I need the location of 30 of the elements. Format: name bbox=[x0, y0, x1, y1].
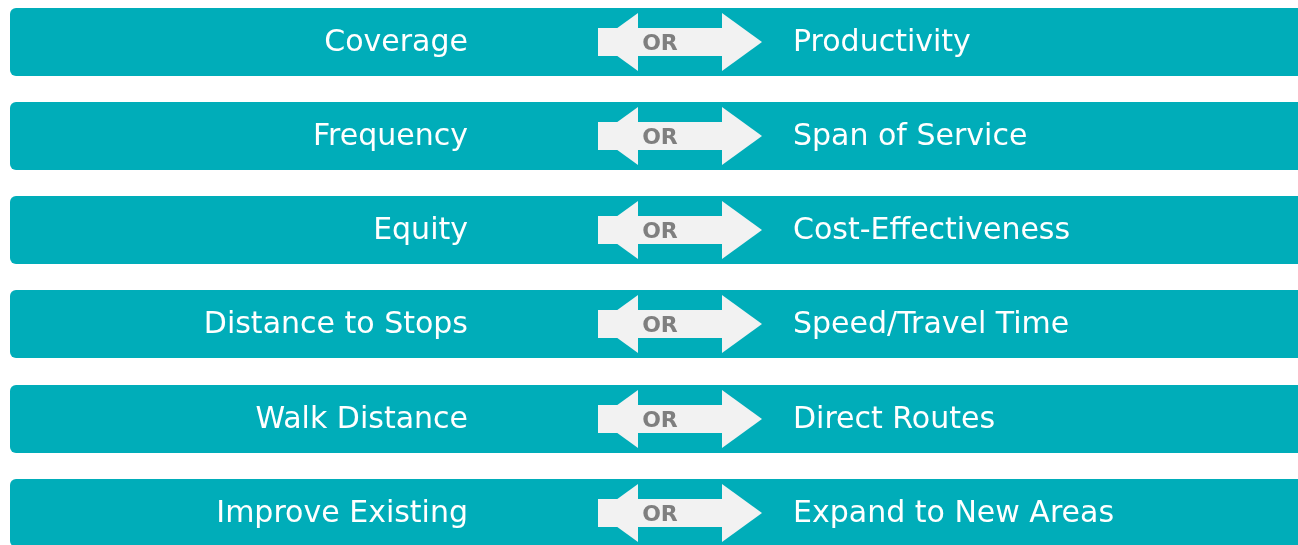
edge-label: OR bbox=[642, 501, 678, 526]
option-label: Span of Service bbox=[762, 102, 1028, 170]
edge-label: OR bbox=[642, 124, 678, 149]
edge-label: OR bbox=[642, 407, 678, 432]
edge-label: OR bbox=[642, 30, 678, 55]
double-arrow bbox=[598, 484, 762, 542]
double-arrow bbox=[598, 201, 762, 259]
edge-label: OR bbox=[642, 218, 678, 243]
option-label: Frequency bbox=[313, 102, 558, 170]
option-label: Direct Routes bbox=[762, 385, 996, 453]
option-label: Distance to Stops bbox=[203, 290, 558, 358]
option-band bbox=[10, 102, 1298, 170]
option-label: Cost-Effectiveness bbox=[762, 196, 1071, 264]
option-label: Expand to New Areas bbox=[762, 479, 1115, 545]
double-arrow bbox=[598, 107, 762, 165]
option-band bbox=[10, 8, 1298, 76]
option-label: Improve Existing bbox=[216, 479, 558, 545]
option-label: Productivity bbox=[762, 8, 971, 76]
option-label: Speed/Travel Time bbox=[762, 290, 1070, 358]
option-label: Coverage bbox=[324, 8, 558, 76]
option-band bbox=[10, 479, 1298, 545]
option-band bbox=[10, 290, 1298, 358]
option-band bbox=[10, 196, 1298, 264]
edge-label: OR bbox=[642, 312, 678, 337]
option-label: Walk Distance bbox=[255, 385, 558, 453]
option-band bbox=[10, 385, 1298, 453]
double-arrow bbox=[598, 295, 762, 353]
double-arrow bbox=[598, 390, 762, 448]
option-label: Equity bbox=[373, 196, 558, 264]
double-arrow bbox=[598, 13, 762, 71]
